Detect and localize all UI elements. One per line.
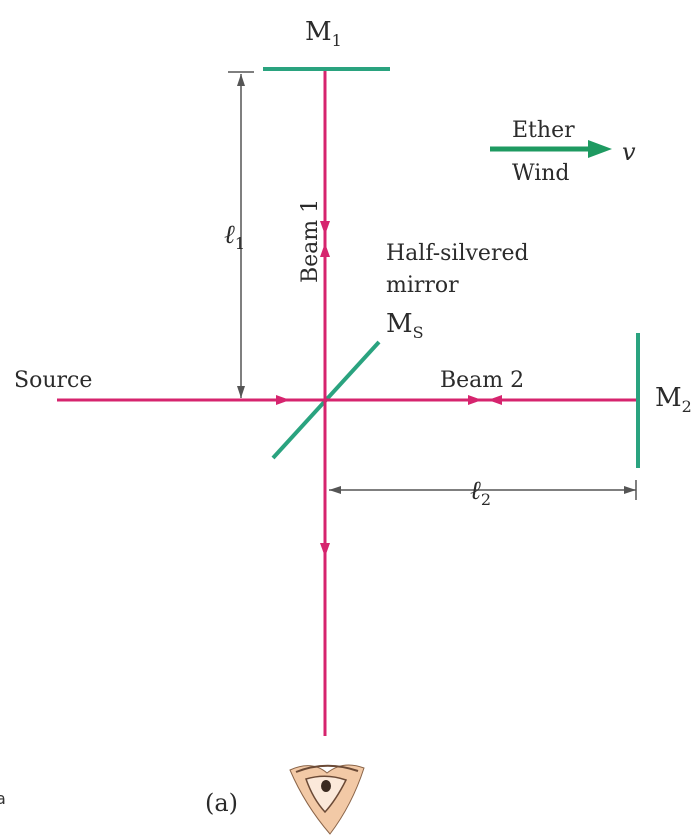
label-ms: MS: [386, 309, 424, 342]
label-m2: M2: [655, 383, 692, 416]
source-arrow-right: [276, 395, 290, 405]
dimension-l1-top-arrow: [237, 74, 245, 86]
dimension-l2-left-arrow: [329, 486, 341, 494]
ether-wind-arrow-head: [588, 140, 612, 158]
label-velocity: v: [622, 138, 636, 166]
label-mirror: mirror: [386, 273, 459, 298]
label-l1: ℓ1: [224, 220, 245, 253]
label-panel-a: (a): [205, 789, 238, 817]
label-wind: Wind: [512, 161, 570, 186]
label-half-silvered: Half-silvered: [386, 241, 529, 266]
beam-2-arrow-left: [488, 395, 502, 405]
edge-glyph: a: [0, 789, 6, 808]
label-l2: ℓ2: [470, 476, 491, 509]
beam-1-arrow-down: [320, 221, 330, 235]
label-beam-2: Beam 2: [440, 368, 524, 393]
dimension-l1-bottom-arrow: [237, 386, 245, 398]
label-source: Source: [14, 368, 92, 393]
label-ether: Ether: [512, 118, 575, 143]
beam-1-arrow-up: [320, 243, 330, 257]
label-beam-1: Beam 1: [298, 199, 323, 283]
beam-1-arrow-to-eye: [320, 543, 330, 557]
observer-eye-icon: [289, 764, 365, 835]
label-m1: M1: [305, 17, 342, 50]
dimension-l2-right-arrow: [624, 486, 636, 494]
beam-2-arrow-right: [468, 395, 482, 405]
